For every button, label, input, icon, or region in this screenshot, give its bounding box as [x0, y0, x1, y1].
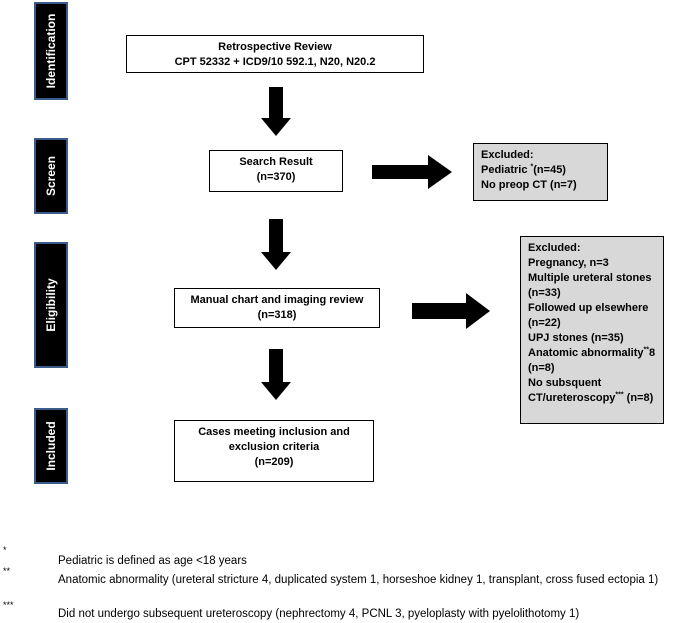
down-arrow-icon: [261, 87, 291, 136]
excluded-ct-ureteroscopy: CT/ureteroscopy*** (n=8): [528, 391, 663, 406]
review-title: Retrospective Review: [218, 41, 332, 53]
right-arrow-icon: [412, 293, 490, 329]
down-arrow-icon: [261, 219, 291, 270]
excluded-no-subsequent: No subsquent: [528, 377, 602, 389]
stage-label-identification: Identification: [34, 2, 68, 100]
footnote-mark: *: [530, 163, 534, 171]
included-count: (n=209): [254, 456, 294, 468]
manual-review-box: Manual chart and imaging review (n=318): [174, 288, 380, 328]
excluded-ct-count: (n=8): [623, 392, 654, 404]
stage-label-eligibility: Eligibility: [34, 242, 68, 368]
footnote-mark: ***: [615, 391, 624, 399]
excluded-item: Followed up elsewhere: [528, 302, 649, 314]
included-line2: exclusion criteria: [228, 441, 320, 453]
retrospective-review-box: Retrospective Review CPT 52332 + ICD9/10…: [126, 35, 424, 73]
footnote-mark: ***: [3, 600, 14, 610]
excluded-item: Multiple ureteral stones: [528, 272, 652, 284]
excluded-anatomic-label: Anatomic abnormality: [528, 347, 644, 359]
review-codes: CPT 52332 + ICD9/10 592.1, N20, N20.2: [174, 56, 376, 68]
excluded-box-eligibility: Excluded: Pregnancy, n=3 Multiple ureter…: [520, 236, 664, 424]
excluded-box-screen: Excluded: Pediatric *(n=45) No preop CT …: [473, 143, 608, 201]
excluded-item: UPJ stones (n=35): [528, 332, 624, 344]
footnote-text: Anatomic abnormality (ureteral stricture…: [58, 574, 659, 586]
search-count: (n=370): [256, 171, 296, 183]
excluded-ct-label: CT/ureteroscopy: [528, 392, 616, 404]
footnote-text: Pediatric is defined as age <18 years: [58, 555, 247, 567]
excluded-title: Excluded:: [528, 242, 581, 254]
excluded-pediatric-count: (n=45): [533, 164, 566, 176]
excluded-anatomic-count: (n=8): [528, 362, 555, 374]
footnote-text: Did not undergo subsequent ureteroscopy …: [58, 608, 580, 620]
search-title: Search Result: [239, 156, 313, 168]
excluded-pediatric-label: Pediatric: [481, 164, 531, 176]
stage-label-screen: Screen: [34, 138, 68, 214]
manual-count: (n=318): [257, 309, 297, 321]
stage-label-included: Included: [34, 408, 68, 484]
footnote-mark: **: [643, 346, 649, 354]
search-result-box: Search Result (n=370): [209, 150, 343, 192]
excluded-pediatric: Pediatric *(n=45): [481, 163, 607, 178]
manual-title: Manual chart and imaging review: [190, 294, 364, 306]
excluded-item: (n=22): [528, 317, 561, 329]
excluded-title: Excluded:: [481, 149, 534, 161]
included-cases-box: Cases meeting inclusion and exclusion cr…: [174, 420, 374, 482]
excluded-item: (n=33): [528, 287, 561, 299]
right-arrow-icon: [372, 155, 452, 189]
excluded-anatomic-value: 8: [648, 347, 656, 359]
excluded-item: Pregnancy, n=3: [528, 257, 609, 269]
footnote-mark: **: [3, 566, 11, 576]
excluded-anatomic: Anatomic abnormality**8: [528, 346, 663, 361]
footnote-mark: *: [3, 545, 7, 555]
included-line1: Cases meeting inclusion and: [198, 426, 350, 438]
excluded-no-preop-ct: No preop CT (n=7): [481, 179, 577, 191]
down-arrow-icon: [261, 349, 291, 400]
